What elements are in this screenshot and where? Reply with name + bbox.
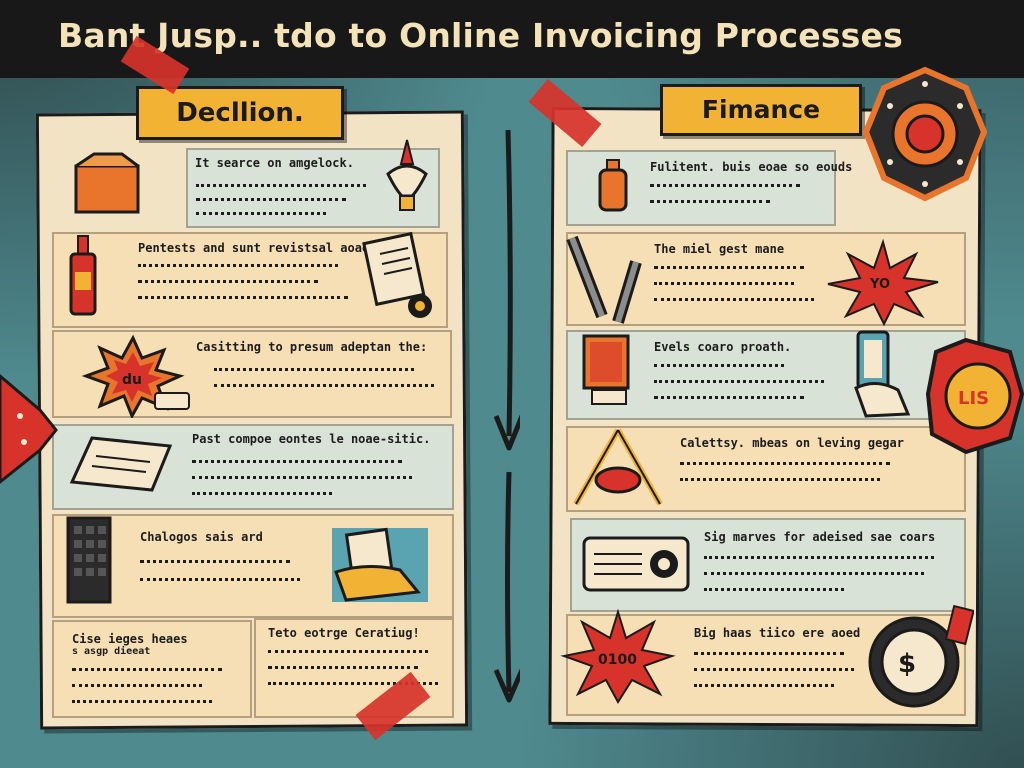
burst-label: 0100 — [598, 652, 637, 668]
hand-with-document-icon — [332, 527, 428, 602]
text-line — [694, 684, 834, 690]
text-line — [214, 368, 414, 374]
document-stack-icon — [362, 231, 432, 318]
text-line — [196, 184, 366, 190]
arrow-down-icon — [494, 129, 520, 451]
text-line — [138, 280, 318, 286]
row-heading: The miel gest mane — [654, 242, 785, 256]
paper-icon — [69, 436, 173, 492]
text-line — [72, 684, 202, 690]
row-subheading: s asgp dieeat — [72, 646, 151, 657]
text-line — [214, 384, 434, 390]
right-column-heading: Fimance — [660, 84, 862, 136]
explosion-icon: 0100 — [560, 608, 676, 704]
text-line — [650, 200, 770, 206]
receipt-icon — [582, 334, 630, 405]
text-line — [140, 578, 300, 584]
text-line — [140, 560, 290, 566]
text-line — [654, 396, 804, 402]
text-line — [196, 212, 326, 218]
text-line — [704, 588, 844, 594]
text-line — [680, 462, 890, 468]
row-heading: Casitting to presum adeptan the: — [196, 340, 428, 354]
stop-sign-badge-icon: LIS — [926, 337, 1024, 455]
row-heading: Fulitent. buis eoae so eouds — [650, 160, 853, 174]
row-heading: It searce on amgelock. — [195, 156, 354, 170]
burst-label: YO — [869, 277, 890, 292]
text-line — [72, 700, 212, 706]
box-icon — [74, 152, 140, 214]
eraser-icon — [154, 392, 190, 410]
svg-text:$: $ — [898, 649, 916, 679]
text-line — [650, 184, 800, 190]
jar-icon — [598, 159, 628, 212]
text-line — [704, 556, 934, 562]
row-heading: Pentests and sunt revistsal aoao — [138, 241, 370, 255]
text-line — [138, 296, 348, 302]
text-line — [654, 380, 824, 386]
row-heading: Big haas tiico ere aoed — [694, 626, 861, 640]
text-line — [72, 668, 222, 674]
left-column-heading: Decllion. — [136, 86, 344, 140]
page-title: Bant Jusp.. tdo to Online Invoicing Proc… — [58, 16, 903, 55]
arrow-left-badge-icon — [0, 374, 58, 484]
text-line — [268, 650, 428, 656]
text-line — [138, 264, 338, 270]
text-line — [654, 266, 804, 272]
text-line — [704, 572, 924, 578]
text-line — [268, 666, 418, 672]
row-heading: Cise ieges heaes — [72, 632, 188, 646]
badge-label: LIS — [958, 388, 989, 409]
row-heading: Chalogos sais ard — [140, 530, 263, 544]
text-line — [654, 364, 784, 370]
calculator-icon — [66, 516, 112, 604]
text-line — [694, 652, 844, 658]
hand-phone-icon — [854, 330, 911, 418]
badge-label: du — [122, 372, 142, 388]
text-line — [680, 478, 880, 484]
text-line — [268, 682, 438, 688]
arrow-down-icon — [494, 471, 520, 703]
row-heading: Evels coaro proath. — [654, 340, 792, 354]
text-line — [192, 460, 402, 466]
lightbulb-icon — [386, 139, 428, 211]
row-heading: Sig marves for adeised sae coars — [704, 530, 936, 544]
row-heading: Past compoe eontes le noae-sitic. — [192, 432, 431, 446]
tools-icon — [566, 235, 642, 324]
row-heading: Teto eotrge Ceratiug! — [268, 626, 420, 640]
text-line — [694, 668, 854, 674]
text-line — [654, 282, 794, 288]
text-line — [192, 476, 412, 482]
radio-device-icon — [582, 536, 690, 592]
starburst-icon: YO — [827, 238, 939, 327]
bottle-icon — [69, 235, 97, 316]
tripod-icon — [573, 428, 663, 506]
list-item — [566, 426, 966, 512]
text-line — [196, 198, 346, 204]
text-line — [192, 492, 332, 498]
text-line — [654, 298, 814, 304]
gear-badge-icon — [862, 66, 988, 202]
coin-money-icon: $ — [868, 604, 974, 708]
row-heading: Calettsy. mbeas on leving gegar — [680, 436, 904, 450]
